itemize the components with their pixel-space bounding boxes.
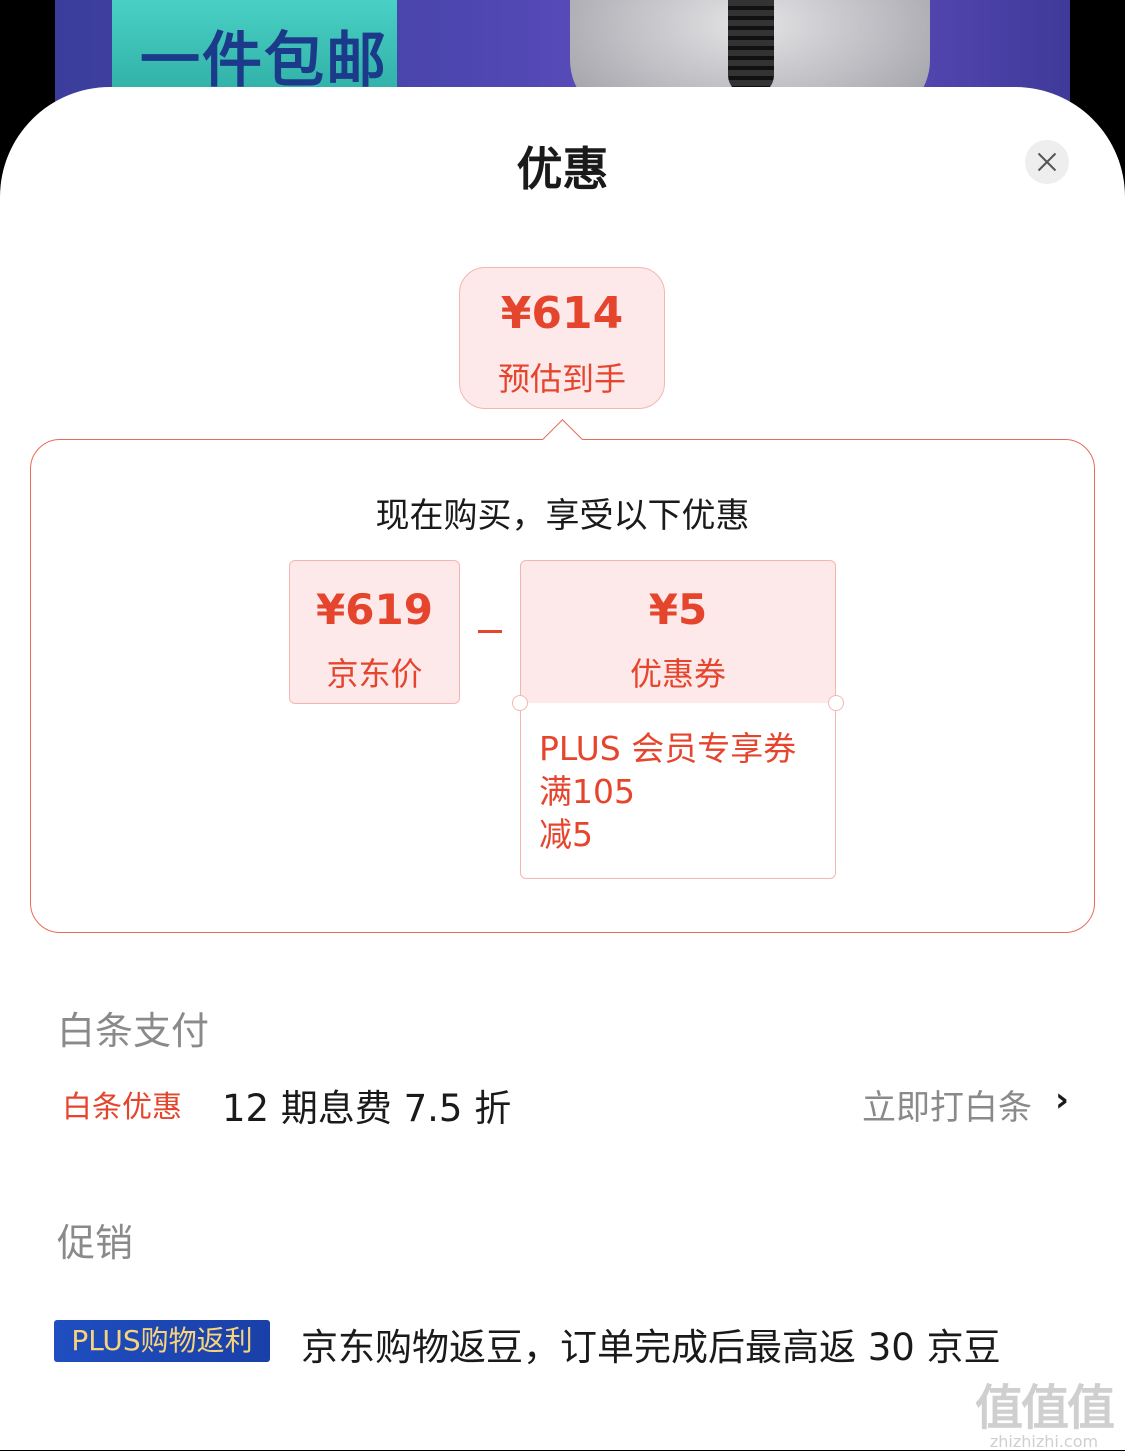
promotion-text: 京东购物返豆，订单完成后最高返 30 京豆 — [301, 1326, 1001, 1369]
shipping-badge-text: 一件包邮 — [140, 26, 388, 96]
coupon-card: ¥5 优惠券 — [520, 560, 836, 704]
coupon-detail-line: 减5 — [539, 815, 593, 854]
close-icon[interactable] — [1025, 140, 1069, 184]
watermark-domain: zhizhizhi.com — [989, 1432, 1099, 1451]
open-baitiao-link[interactable]: 立即打白条 — [862, 1088, 1032, 1128]
coupon-detail-line: 满105 — [539, 772, 635, 811]
coupon-label: 优惠券 — [629, 655, 726, 693]
estimated-price-box: ¥614 预估到手 — [459, 267, 665, 409]
chevron-right-icon[interactable]: › — [1055, 1080, 1070, 1120]
estimated-price-label: 预估到手 — [497, 360, 626, 398]
coupon-detail-line: PLUS 会员专享券 — [539, 729, 797, 768]
jd-price-value: ¥619 — [316, 585, 433, 634]
product-image-detail — [728, 0, 774, 95]
estimated-price: ¥614 — [500, 288, 624, 339]
baitiao-section-title: 白条支付 — [57, 1009, 210, 1053]
watermark-logo: 值值值 — [975, 1380, 1115, 1436]
coupon-value: ¥5 — [648, 585, 708, 634]
coupon-punch-hole — [512, 695, 528, 711]
minus-icon — [478, 630, 502, 633]
watermark: 值值值 zhizhizhi.com — [975, 1368, 1115, 1451]
promotion-section-title: 促销 — [57, 1221, 134, 1265]
sheet-title: 优惠 — [516, 142, 609, 196]
baitiao-offer-text: 12 期息费 7.5 折 — [222, 1087, 512, 1130]
coupon-punch-hole — [828, 695, 844, 711]
panel-heading: 现在购买，享受以下优惠 — [375, 496, 750, 536]
jd-price-card: ¥619 京东价 — [289, 560, 460, 704]
coupon-detail: PLUS 会员专享券 满105 减5 — [520, 703, 836, 879]
jd-price-label: 京东价 — [326, 655, 423, 693]
baitiao-tag: 白条优惠 — [62, 1090, 182, 1125]
plus-rebate-tag: PLUS购物返利 — [54, 1320, 270, 1362]
